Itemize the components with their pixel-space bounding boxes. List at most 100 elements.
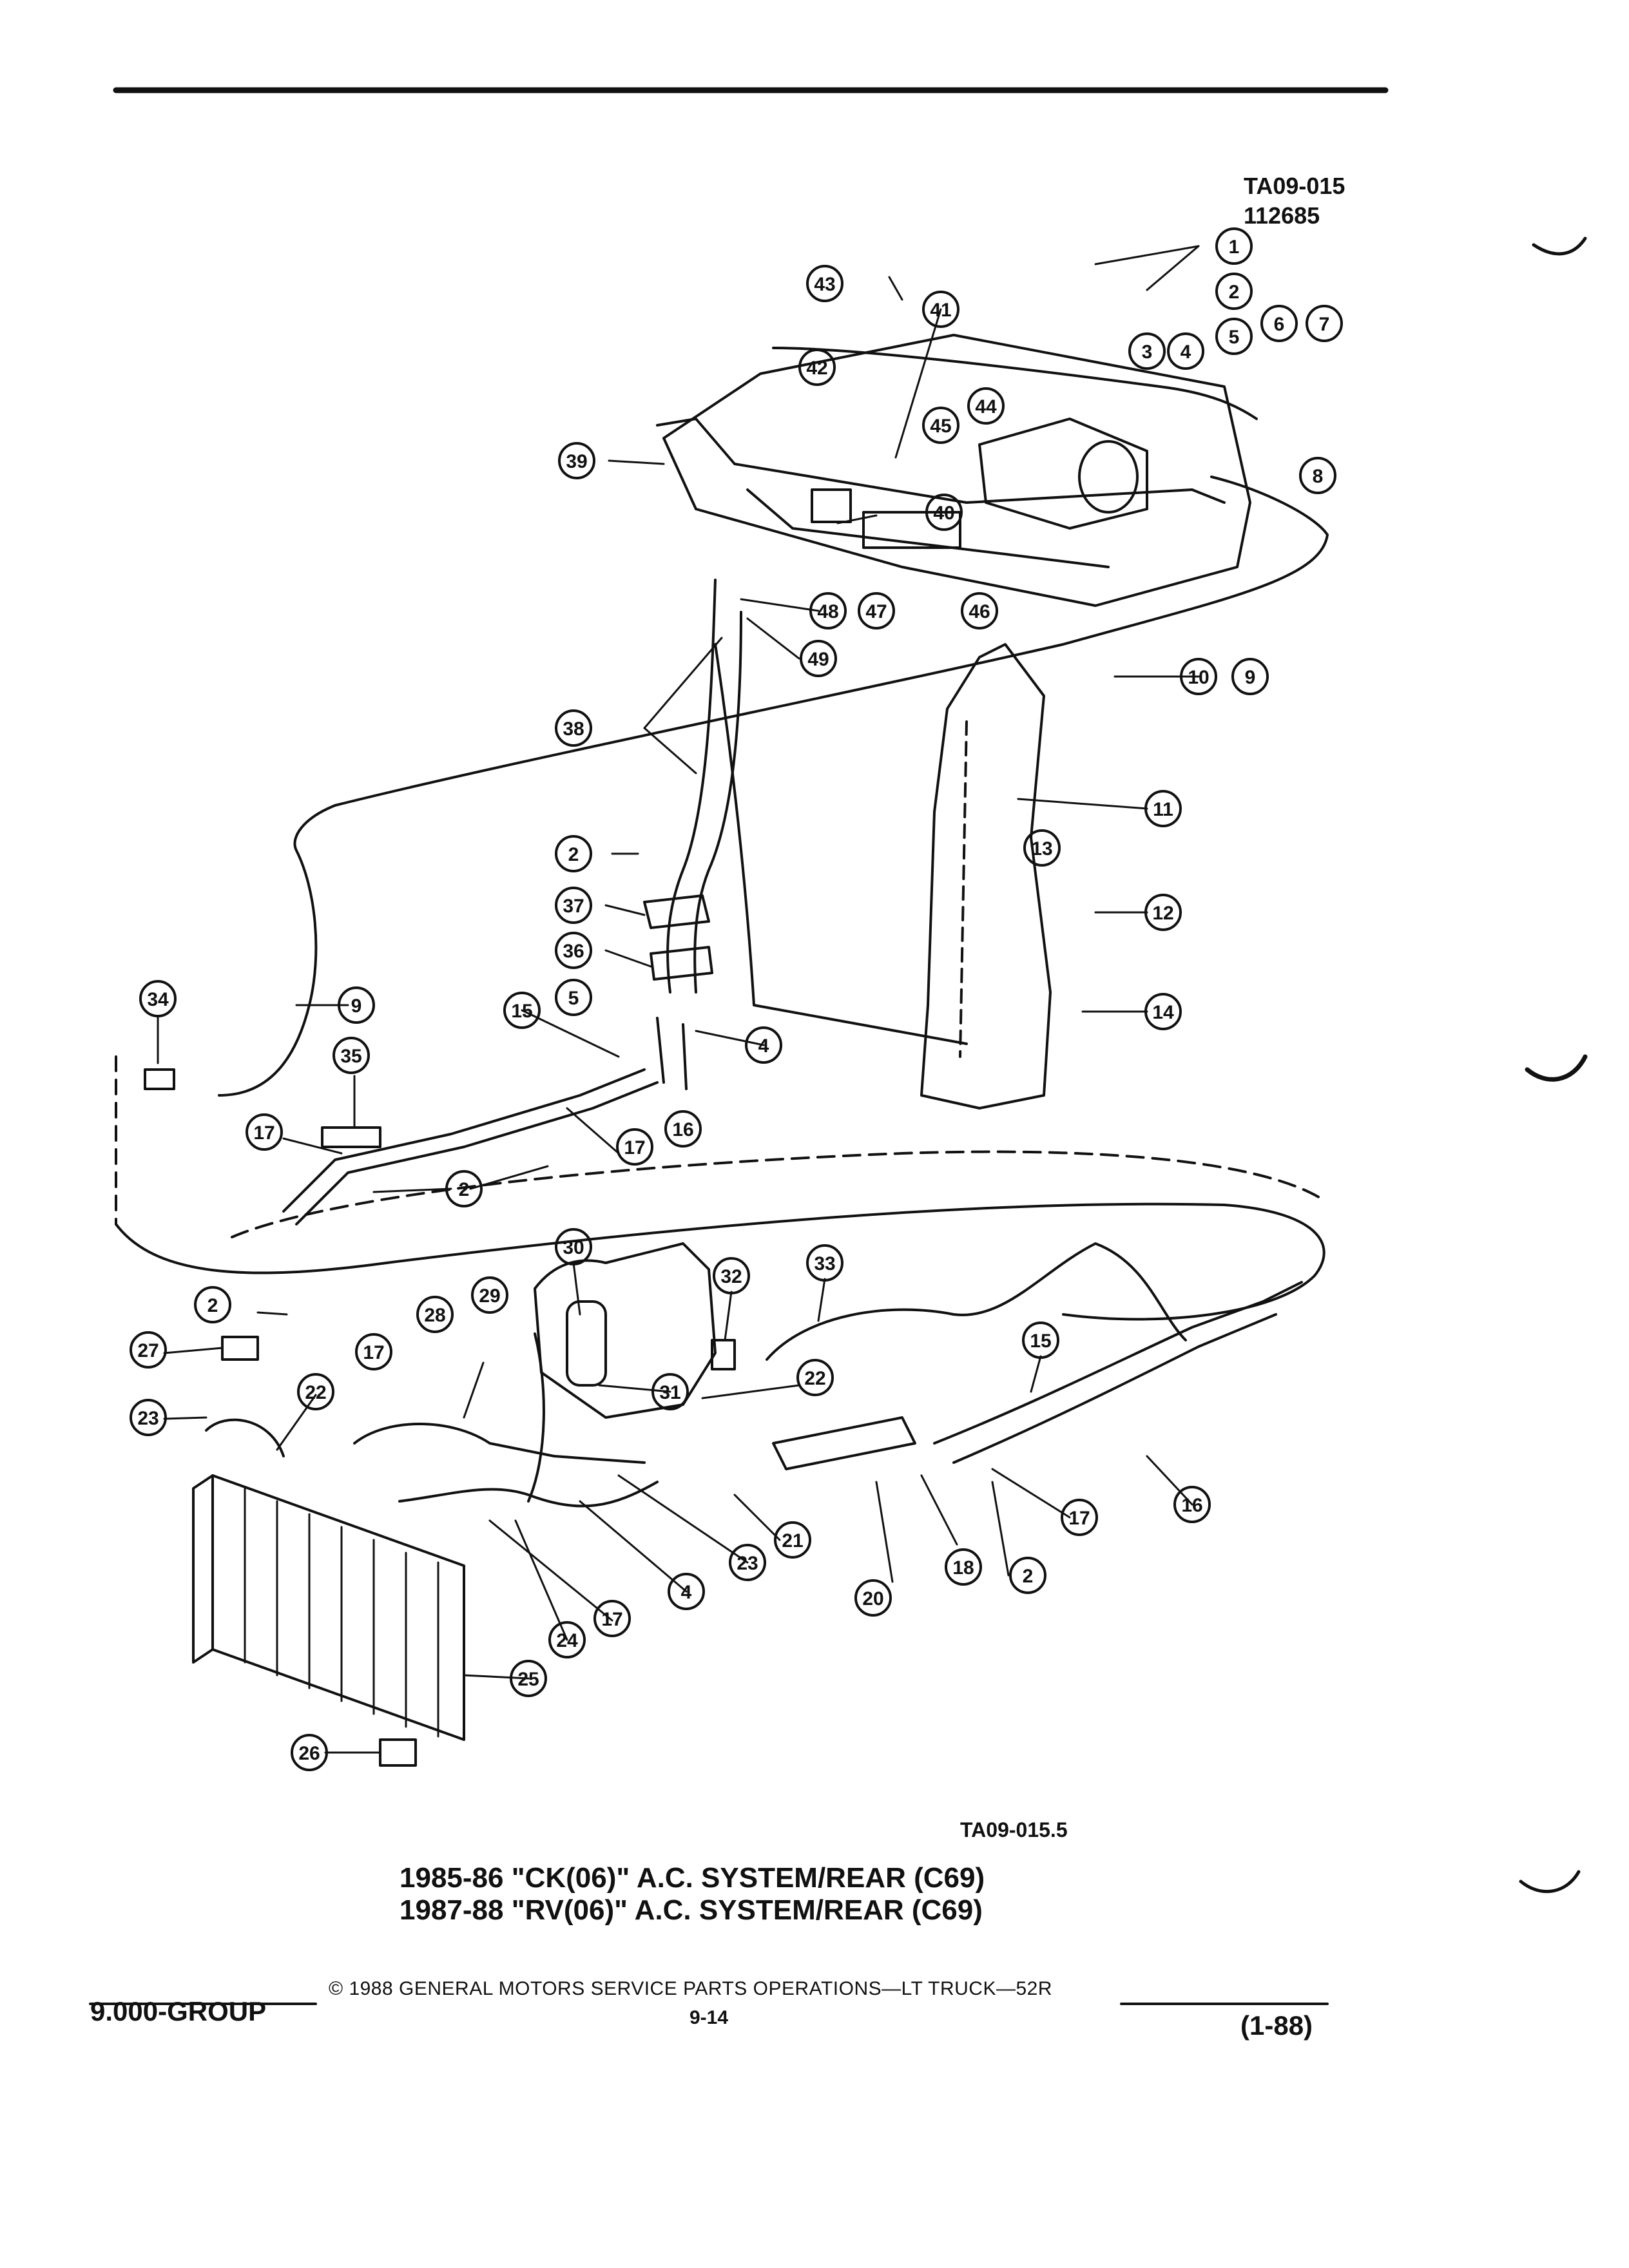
figure-id: TA09-015: [1244, 173, 1345, 199]
callout-34: 34: [147, 989, 169, 1010]
diffuser-grille: [862, 511, 961, 549]
edge-mark-3: [1519, 1870, 1581, 1893]
callout-17: 17: [253, 1122, 275, 1144]
callout-42: 42: [806, 358, 827, 379]
line-24: [398, 1481, 659, 1508]
footer-copyright: © 1988 GENERAL MOTORS SERVICE PARTS OPER…: [329, 1978, 1053, 1999]
callout-23b: 23: [737, 1553, 758, 1574]
pipe-15-16: [656, 1017, 688, 1090]
pillar-dash: [959, 720, 968, 1058]
compressor-body: [534, 1242, 717, 1419]
callout-11: 11: [1153, 799, 1173, 820]
callout-2: 2: [1229, 282, 1240, 303]
callout-31: 31: [659, 1382, 680, 1403]
harness-upper: [334, 476, 1329, 807]
pipe-17-underbody: [282, 1068, 646, 1213]
harness-left-loop: [218, 804, 336, 1097]
callout-33: 33: [814, 1253, 835, 1274]
callout-5: 5: [1229, 327, 1240, 348]
callout-8: 8: [1313, 466, 1324, 487]
bracket-26: [379, 1738, 417, 1767]
callout-15: 15: [511, 1001, 532, 1022]
callout-48: 48: [817, 601, 838, 622]
callout-3: 3: [1142, 341, 1153, 363]
callout-32: 32: [720, 1266, 742, 1287]
pipe-16-front: [952, 1313, 1277, 1464]
callout-26: 26: [298, 1743, 320, 1764]
air-duct-housing: [662, 334, 1251, 607]
callout-21: 21: [782, 1530, 803, 1552]
drain-line: [772, 347, 1258, 420]
callout-6: 6: [1274, 314, 1285, 335]
callout-41: 41: [930, 300, 951, 321]
pipe-17-underbody-b: [295, 1081, 659, 1225]
pad-35: [321, 1126, 381, 1148]
callout-36: 36: [563, 941, 584, 962]
bracket-27: [221, 1336, 259, 1361]
callout-44: 44: [975, 396, 997, 418]
callout-14: 14: [1152, 1002, 1174, 1023]
callout-38: 38: [563, 718, 584, 740]
condenser-left-tank: [192, 1474, 214, 1664]
pipe-15-front: [933, 1281, 1303, 1445]
sensor-32: [711, 1339, 736, 1370]
floor-curve: [231, 1150, 1322, 1238]
callout-4c: 4: [758, 1035, 769, 1057]
callout-5b: 5: [568, 988, 579, 1009]
callout-22b: 22: [804, 1368, 825, 1389]
callout-2e: 2: [568, 844, 579, 865]
callout-9b: 9: [351, 995, 362, 1017]
callout-37: 37: [563, 896, 584, 917]
callout-43: 43: [814, 274, 835, 295]
callout-29: 29: [479, 1285, 500, 1307]
condenser: [211, 1474, 465, 1741]
callout-15b: 15: [1030, 1331, 1051, 1352]
footer-revision: (1-88): [1240, 2010, 1313, 2041]
condenser-fins: [244, 1487, 439, 1738]
body-panel-edge: [714, 643, 968, 1045]
block-fitting-lower: [650, 946, 713, 981]
pipe-riser-b: [693, 611, 742, 994]
accumulator-30: [566, 1300, 607, 1387]
callout-2b: 2: [459, 1179, 470, 1200]
callout-labels: 1 2 3 4 5 6 7 8 9 10 11 12 13 14 15 16 1…: [137, 236, 1329, 1764]
callout-47: 47: [865, 601, 887, 622]
callout-17e: 17: [601, 1609, 622, 1630]
callout-17b: 17: [624, 1137, 645, 1158]
callout-1: 1: [1229, 236, 1240, 258]
callout-18: 18: [952, 1557, 974, 1579]
callout-10: 10: [1188, 667, 1209, 688]
callout-22: 22: [305, 1382, 326, 1403]
caption-line-2: 1987-88 "RV(06)" A.C. SYSTEM/REAR (C69): [400, 1894, 983, 1926]
edge-mark-2: [1525, 1054, 1588, 1082]
blower-motor: [978, 418, 1148, 530]
pipe-riser-a: [666, 579, 717, 994]
callout-13: 13: [1031, 838, 1052, 860]
callout-39: 39: [566, 451, 587, 472]
callout-45: 45: [930, 416, 951, 437]
muffler-18: [772, 1416, 916, 1470]
caption-line-1: 1985-86 "CK(06)" A.C. SYSTEM/REAR (C69): [400, 1862, 985, 1894]
callout-16: 16: [672, 1119, 693, 1140]
callout-16b: 16: [1181, 1495, 1202, 1516]
callout-2d: 2: [1023, 1566, 1034, 1587]
line-29: [527, 1332, 545, 1503]
hose-33: [766, 1242, 1187, 1361]
callout-2c: 2: [207, 1295, 218, 1316]
figure-number: 112685: [1244, 202, 1320, 229]
callout-35: 35: [340, 1046, 361, 1067]
callout-40: 40: [933, 503, 954, 524]
callout-bubbles: [130, 227, 1343, 1771]
callout-20: 20: [862, 1588, 883, 1610]
edge-mark-1: [1532, 236, 1587, 256]
callout-9: 9: [1245, 667, 1256, 688]
callout-12: 12: [1152, 903, 1173, 924]
callout-17d: 17: [1068, 1508, 1090, 1529]
callout-24: 24: [556, 1630, 578, 1651]
floor-outline: [115, 1202, 1325, 1321]
line-17-front: [353, 1423, 646, 1464]
callout-49: 49: [807, 649, 829, 670]
callout-17c: 17: [363, 1342, 384, 1363]
